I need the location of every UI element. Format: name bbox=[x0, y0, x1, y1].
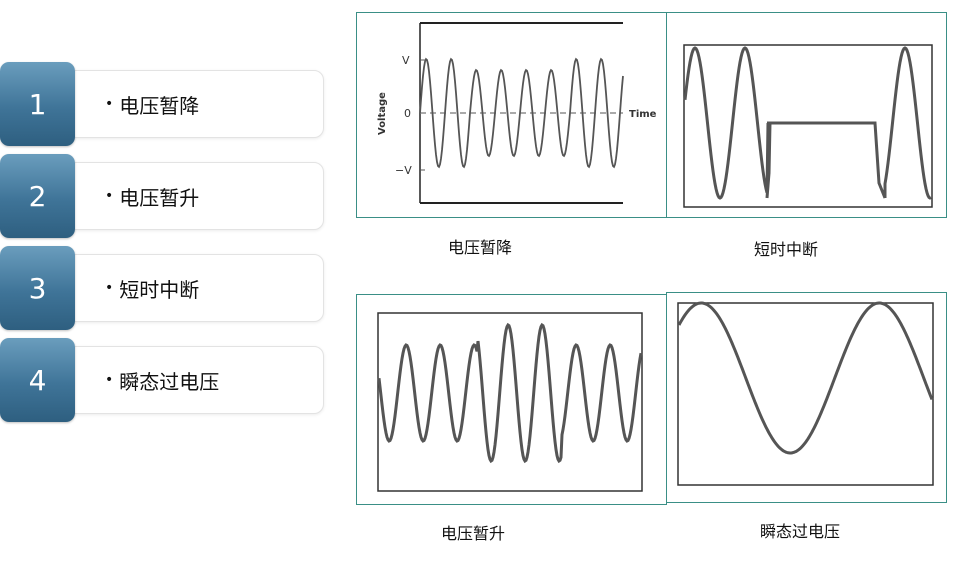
item-card: • 瞬态过电压 bbox=[66, 346, 324, 414]
sag-waveform-plot: V 0 −V Time Voltage bbox=[377, 22, 657, 204]
sag-panel: V 0 −V Time Voltage bbox=[356, 12, 667, 218]
item-card: • 电压暂升 bbox=[66, 162, 324, 230]
swell-panel bbox=[356, 294, 667, 505]
interruption-waveform bbox=[683, 46, 932, 200]
transient-waveform bbox=[677, 301, 934, 455]
transient-waveform-plot bbox=[677, 301, 934, 486]
swell-waveform-plot bbox=[377, 312, 643, 492]
bullet-icon: • bbox=[105, 280, 114, 296]
item-number: 4 bbox=[0, 338, 75, 422]
item-label: 短时中断 bbox=[119, 277, 200, 302]
list-item-4[interactable]: 4 • 瞬态过电压 bbox=[0, 338, 328, 422]
swell-caption: 电压暂升 bbox=[440, 524, 505, 543]
x-axis-label: Time bbox=[629, 109, 657, 120]
transient-caption: 瞬态过电压 bbox=[759, 522, 840, 541]
interruption-panel bbox=[666, 12, 947, 218]
plot-frame bbox=[683, 44, 933, 208]
interruption-waveform-plot bbox=[683, 44, 933, 208]
item-label: 电压暂升 bbox=[119, 185, 200, 210]
item-label: 瞬态过电压 bbox=[119, 369, 220, 394]
swell-waveform bbox=[377, 322, 643, 464]
y-axis-label: Voltage bbox=[377, 92, 388, 135]
item-number: 1 bbox=[0, 62, 75, 146]
bullet-icon: • bbox=[105, 188, 114, 204]
plot-frame bbox=[377, 312, 643, 492]
item-label: 电压暂降 bbox=[119, 93, 200, 118]
plot-frame bbox=[677, 302, 934, 486]
tick-label-zero: 0 bbox=[404, 107, 411, 120]
tick-label-neg-v: −V bbox=[395, 164, 412, 177]
sag-waveform bbox=[419, 57, 624, 169]
transient-panel bbox=[666, 292, 947, 503]
tick-label-v: V bbox=[402, 54, 410, 67]
bullet-icon: • bbox=[105, 96, 114, 112]
item-card: • 电压暂降 bbox=[66, 70, 324, 138]
list-item-3[interactable]: 3 • 短时中断 bbox=[0, 246, 328, 330]
bullet-icon: • bbox=[105, 372, 114, 388]
item-number: 2 bbox=[0, 154, 75, 238]
interruption-caption: 短时中断 bbox=[753, 240, 818, 259]
list-item-2[interactable]: 2 • 电压暂升 bbox=[0, 154, 328, 238]
item-card: • 短时中断 bbox=[66, 254, 324, 322]
item-number: 3 bbox=[0, 246, 75, 330]
sag-caption: 电压暂降 bbox=[447, 238, 512, 257]
list-item-1[interactable]: 1 • 电压暂降 bbox=[0, 62, 328, 146]
